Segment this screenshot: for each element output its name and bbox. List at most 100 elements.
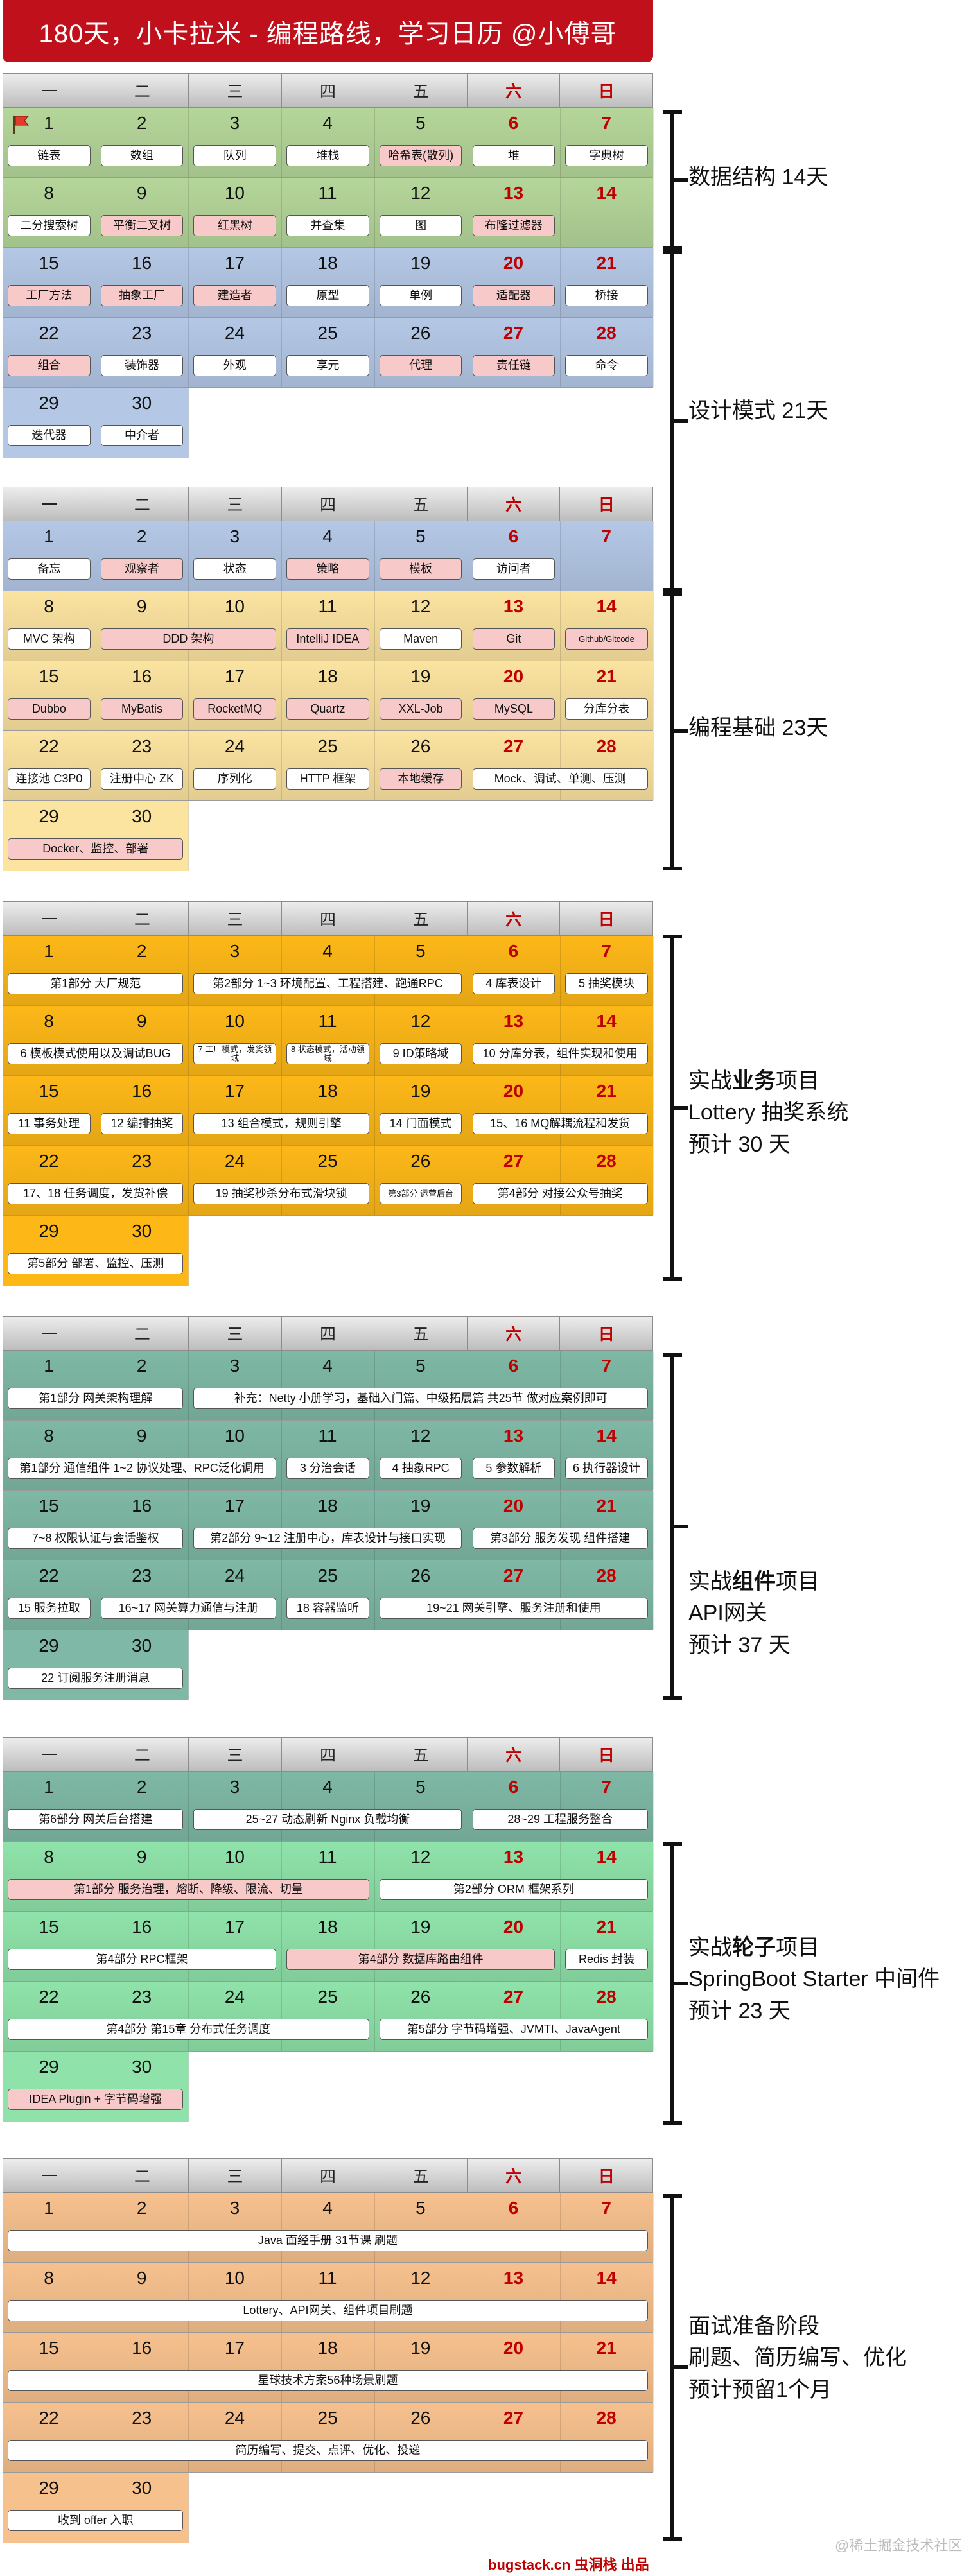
task-label: 建造者	[193, 285, 277, 306]
weekday-cell: 四	[281, 73, 375, 108]
day-number: 12	[410, 1011, 431, 1031]
day-number: 28	[596, 1151, 617, 1171]
task-label: 组合	[8, 355, 91, 376]
day-number: 1	[44, 113, 54, 133]
day-number: 18	[317, 2338, 338, 2358]
phase-brace	[663, 935, 688, 1281]
day-number: 13	[503, 1426, 524, 1446]
day-number: 28	[596, 1987, 617, 2007]
task-label: 享元	[286, 355, 369, 376]
task-label: 19~21 网关引擎、服务注册和使用	[379, 1598, 648, 1619]
day-number: 9	[136, 596, 147, 616]
day-number: 8	[44, 2268, 54, 2288]
task-label: 5 抽奖模块	[565, 973, 648, 994]
task-label: 7~8 权限认证与会话鉴权	[8, 1528, 184, 1549]
day-number: 12	[410, 2268, 431, 2288]
day-number: 23	[132, 1987, 152, 2007]
task-label: 平衡二叉树	[100, 215, 184, 236]
weekday-header: 一二三四五六日	[3, 2158, 654, 2193]
phase-brace	[663, 592, 688, 870]
day-number: 24	[224, 1151, 245, 1171]
weekday-cell: 五	[374, 2158, 468, 2193]
weekday-header: 一二三四五六日	[3, 1737, 654, 1772]
day-number: 18	[317, 253, 338, 273]
day-number: 12	[410, 183, 431, 203]
footer-brand: 虫洞栈	[574, 2557, 617, 2573]
task-label: 哈希表(散列)	[379, 145, 462, 166]
task-label: 红黑树	[193, 215, 277, 236]
day-number: 1	[44, 1356, 54, 1376]
day-number: 27	[503, 323, 524, 343]
phase-label-line: 数据结构 14天	[688, 165, 828, 189]
task-label: 13 组合模式，规则引擎	[193, 1113, 369, 1134]
day-number: 18	[317, 1496, 338, 1516]
day-number: 5	[416, 526, 426, 546]
task-label: 代理	[379, 355, 462, 376]
day-number: 6	[508, 113, 519, 133]
task-label: DDD 架构	[100, 628, 277, 650]
task-label: Github/Gitcode	[565, 628, 648, 650]
weekday-cell: 六	[466, 1737, 561, 1772]
day-number: 24	[224, 323, 245, 343]
task-label: 补充：Netty 小册学习，基础入门篇、中级拓展篇 共25节 做对应案例即可	[193, 1388, 648, 1409]
task-label: 18 容器监听	[286, 1598, 369, 1619]
weekday-cell: 四	[281, 1737, 375, 1772]
day-number: 3	[229, 526, 240, 546]
day-number: 9	[136, 2268, 147, 2288]
day-number: 27	[503, 736, 524, 756]
task-label: 8 状态模式，活动领域	[286, 1043, 369, 1064]
phase-label-line: 预计 37 天	[688, 1632, 791, 1657]
day-number: 10	[224, 596, 245, 616]
day-number: 18	[317, 1917, 338, 1937]
day-number: 30	[132, 1636, 152, 1655]
task-label: 命令	[565, 355, 648, 376]
day-number: 19	[410, 666, 431, 686]
task-label: 链表	[8, 145, 91, 166]
day-number: 20	[503, 1496, 524, 1516]
task-label: 17、18 任务调度，发货补偿	[8, 1183, 184, 1204]
task-label: 堆栈	[286, 145, 369, 166]
day-number: 16	[132, 1917, 152, 1937]
day-number: 25	[317, 1151, 338, 1171]
day-number: 18	[317, 1081, 338, 1101]
footer-credit: bugstack.cn 虫洞栈 出品	[488, 2554, 649, 2574]
task-label: 第5部分 部署、监控、压测	[8, 1253, 184, 1274]
task-label: Docker、监控、部署	[8, 838, 184, 860]
task-label: 桥接	[565, 285, 648, 306]
task-label: 第6部分 网关后台搭建	[8, 1809, 184, 1830]
task-label: 第2部分 9~12 注册中心，库表设计与接口实现	[193, 1528, 462, 1549]
task-label: 第1部分 通信组件 1~2 协议处理、RPC泛化调用	[8, 1458, 277, 1479]
day-number: 27	[503, 1987, 524, 2007]
day-number: 3	[229, 113, 240, 133]
task-label: 第4部分 RPC框架	[8, 1949, 277, 1970]
phase-label-line: 实战轮子项目	[688, 1935, 819, 1960]
day-number: 21	[596, 666, 617, 686]
task-label: 第4部分 对接公众号抽奖	[472, 1183, 648, 1204]
task-label: 第2部分 ORM 框架系列	[379, 1879, 648, 1900]
day-number: 9	[136, 1847, 147, 1867]
day-number: 30	[132, 2057, 152, 2077]
day-number: 26	[410, 736, 431, 756]
weekday-cell: 五	[374, 1737, 468, 1772]
day-number: 22	[39, 1987, 59, 2007]
task-label: 16~17 网关算力通信与注册	[100, 1598, 277, 1619]
task-label: 9 ID策略域	[379, 1043, 462, 1064]
task-label: 14 门面模式	[379, 1113, 462, 1134]
weekday-cell: 二	[95, 2158, 189, 2193]
weekday-cell: 日	[559, 73, 654, 108]
day-number: 17	[224, 666, 245, 686]
task-label: 25~27 动态刷新 Nginx 负载均衡	[193, 1809, 462, 1830]
day-number: 1	[44, 941, 54, 961]
day-number: 13	[503, 1011, 524, 1031]
day-number: 15	[39, 666, 59, 686]
